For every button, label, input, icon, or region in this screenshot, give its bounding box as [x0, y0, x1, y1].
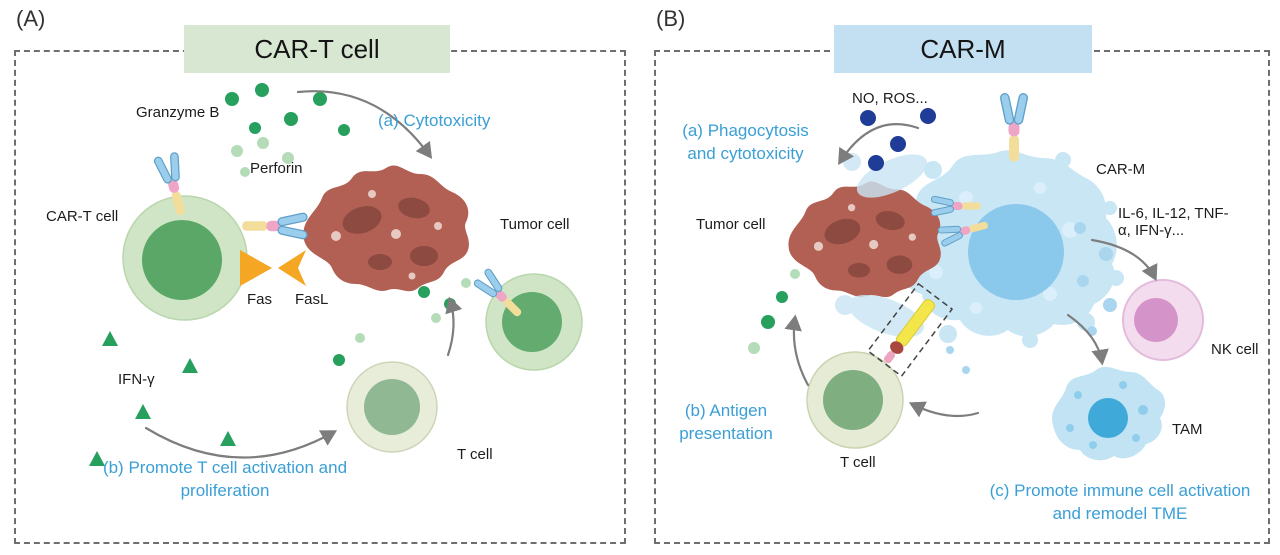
panel-car-m: (B) CAR-M	[640, 0, 1280, 555]
granzyme-b-dots	[225, 83, 350, 136]
t-cell-label: T cell	[457, 446, 493, 463]
arrow-to-t-cell	[908, 401, 980, 418]
tam-cell-body	[1051, 366, 1165, 461]
perforin-label: Perforin	[250, 160, 303, 177]
cytotoxicity-annotation: (a) Cytotoxicity	[378, 111, 491, 130]
t-cell-body	[346, 361, 438, 453]
arrow-t-cell-to-tumor	[445, 296, 463, 357]
arrow-to-tam	[1066, 313, 1109, 366]
tumor-cell-label: Tumor cell	[696, 216, 766, 233]
panel-b-label: (B)	[656, 6, 686, 31]
antigen-presentation-annotation: (b) Antigen presentation	[679, 401, 773, 443]
t-cell-signal-dots	[748, 269, 800, 354]
arrow-cytotoxicity	[296, 90, 433, 159]
panel-car-t: (A) CAR-T cell	[14, 6, 626, 544]
phagocytosis-annotation: (a) Phagocytosis and cytotoxicity	[682, 121, 809, 163]
no-ros-label: NO, ROS...	[852, 90, 928, 107]
promote-t-cell-annotation: (b) Promote T cell activation and prolif…	[102, 458, 348, 500]
arrow-no-ros	[838, 123, 920, 165]
car-t-cell-body	[122, 195, 248, 321]
fas-label: Fas	[247, 291, 273, 308]
tam-label: TAM	[1172, 421, 1203, 438]
nk-cell-body	[1122, 279, 1204, 361]
granzyme-b-label: Granzyme B	[136, 104, 220, 121]
panel-a-label: (A)	[16, 6, 46, 31]
fasl-label: FasL	[295, 291, 329, 308]
arrow-to-nk-cell	[1090, 238, 1158, 282]
panel-a-art	[89, 83, 583, 466]
ifn-gamma-label: IFN-γ	[118, 371, 155, 388]
car-receptor-synapse-icon	[241, 211, 309, 241]
nk-cell-label: NK cell	[1211, 341, 1259, 358]
tumor-cell-body	[788, 181, 941, 298]
promote-immune-annotation: (c) Promote immune cell activation and r…	[989, 481, 1251, 523]
panel-b-title: CAR-M	[834, 25, 1092, 73]
tumor-cell-body	[303, 165, 469, 292]
ifn-gamma-triangles	[89, 331, 236, 466]
t-cell-label: T cell	[840, 454, 876, 471]
arrow-t-cell-to-tumor	[784, 314, 810, 387]
car-t-cell-label: CAR-T cell	[46, 208, 119, 225]
panel-b-art	[748, 92, 1204, 461]
car-m-label: CAR-M	[1096, 161, 1146, 178]
perforin-dots	[231, 137, 294, 177]
granule-dots-lower	[333, 278, 471, 366]
no-ros-dots	[860, 108, 936, 171]
car-m-cell-body	[894, 150, 1124, 348]
fas-fasl-shapes	[240, 250, 306, 286]
panel-a-title: CAR-T cell	[184, 25, 450, 73]
cytokines-label: IL-6, IL-12, TNF-α, IFN-γ...	[1118, 205, 1229, 239]
arrow-t-cell-activation	[144, 426, 338, 459]
tumor-cell-label: Tumor cell	[500, 216, 570, 233]
t-cell-body	[806, 351, 904, 449]
